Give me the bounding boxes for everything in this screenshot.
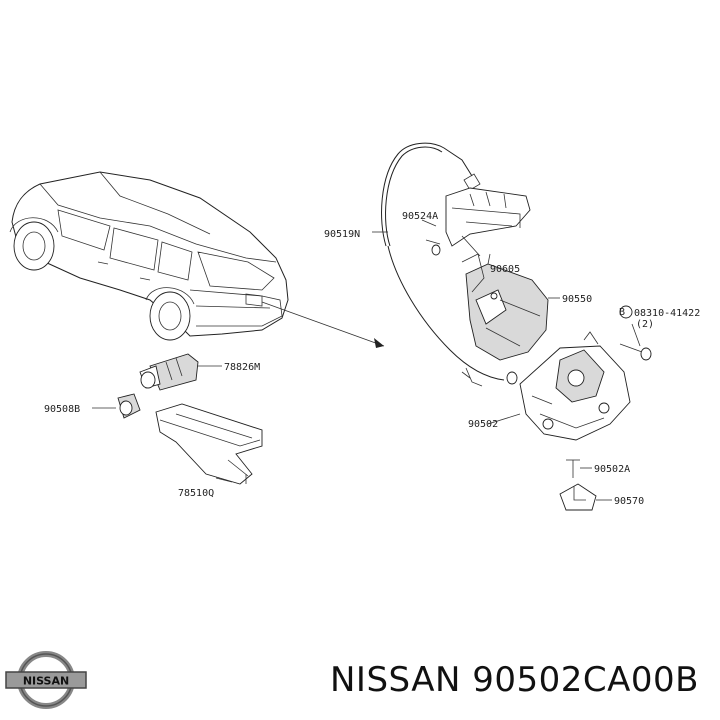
bolt-90524a [421,219,441,256]
screw-08310 [619,305,652,361]
label-90502a: 90502A [594,464,630,475]
vehicle-illustration [9,171,385,348]
label-90550: 90550 [562,294,592,305]
switch-78826m [139,353,222,391]
label-08310-41422: 08310-41422 [634,308,700,319]
label-08310-quantity: (2) [636,319,654,330]
nissan-logo-text: NISSAN [23,675,69,688]
label-90508b: 90508B [44,404,80,415]
cable-90519n [372,142,518,387]
control-unit-78510q [155,403,263,485]
bracket-90605 [445,187,531,265]
striker-90570 [559,483,612,511]
label-90570: 90570 [614,496,644,507]
label-78826m: 78826M [224,362,260,373]
actuator-90550 [461,253,560,361]
label-90519n: 90519N [324,229,360,240]
label-78510q: 78510Q [178,488,214,499]
label-90524a: 90524A [402,211,438,222]
bushing-90508b [92,393,141,419]
nissan-logo: NISSAN [5,651,87,709]
lock-assembly-90502 [487,331,631,441]
label-90502: 90502 [468,419,498,430]
label-90605: 90605 [490,264,520,275]
bolt-90502a [566,459,592,478]
bolt-symbol [619,305,633,319]
part-number-caption: NISSAN 90502CA00B [330,660,700,700]
bolt-symbol-letter: B [619,307,625,318]
